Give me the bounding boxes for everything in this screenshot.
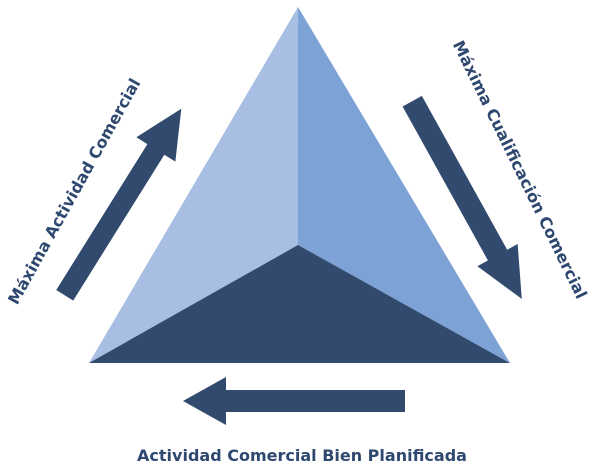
pyramid-face-right bbox=[298, 7, 510, 363]
arrow-bottom-left bbox=[183, 377, 405, 425]
label-right: Máxima Cualificación Comercial bbox=[449, 37, 591, 301]
pyramid-face-bottom bbox=[89, 245, 510, 363]
arrow-right-down bbox=[402, 95, 522, 299]
arrow-left-up bbox=[56, 108, 182, 301]
pyramid-face-left bbox=[89, 7, 298, 363]
label-bottom: Actividad Comercial Bien Planificada bbox=[137, 446, 467, 465]
